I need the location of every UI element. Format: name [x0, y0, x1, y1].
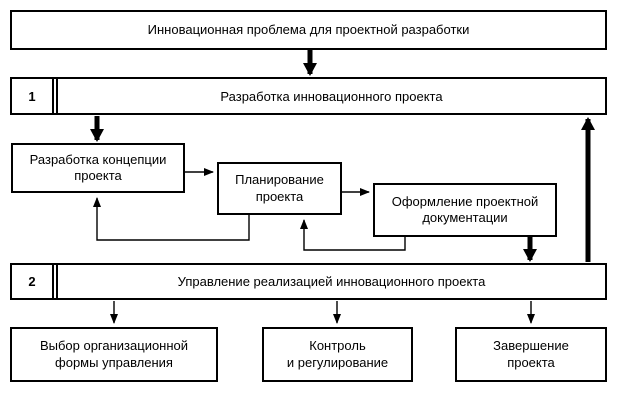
stage1-number: 1 [12, 79, 54, 113]
org-form-box: Выбор организационной формы управления [10, 327, 218, 382]
documentation-box: Оформление проектной документации [373, 183, 557, 237]
planning-box: Планирование проекта [217, 162, 342, 215]
concept-box-label: Разработка концепции проекта [29, 151, 167, 183]
problem-box: Инновационная проблема для проектной раз… [10, 10, 607, 50]
stage1-band: 1 Разработка инновационного проекта [10, 77, 607, 115]
control-box: Контроль и регулирование [262, 327, 413, 382]
documentation-box-label: Оформление проектной документации [391, 193, 539, 225]
completion-box: Завершение проекта [455, 327, 607, 382]
org-form-box-label: Выбор организационной формы управления [39, 338, 189, 370]
planning-box-label: Планирование проекта [235, 172, 324, 204]
stage2-band: 2 Управление реализацией инновационного … [10, 263, 607, 300]
stage2-label: Управление реализацией инновационного пр… [56, 265, 605, 298]
problem-box-label: Инновационная проблема для проектной раз… [147, 21, 470, 37]
completion-box-label: Завершение проекта [493, 338, 569, 370]
control-box-label: Контроль и регулирование [286, 338, 389, 370]
concept-box: Разработка концепции проекта [11, 143, 185, 193]
stage2-number: 2 [12, 265, 54, 298]
stage1-label: Разработка инновационного проекта [56, 79, 605, 113]
